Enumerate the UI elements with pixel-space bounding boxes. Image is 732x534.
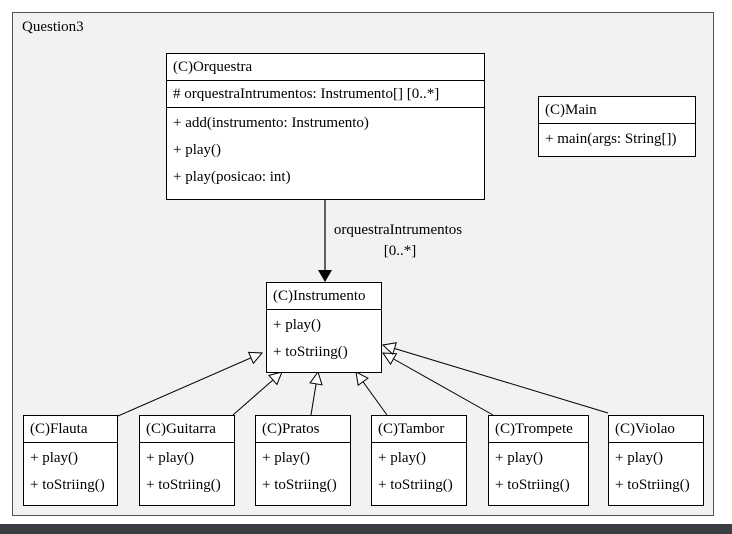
class-title: (C)Orquestra: [167, 54, 484, 81]
generalization-tambor: [356, 372, 388, 416]
operation: + toStriing(): [30, 477, 105, 493]
operation: + toStriing(): [378, 477, 453, 493]
operation: + main(args: String[]): [545, 131, 677, 147]
class-title: (C)Guitarra: [140, 416, 234, 443]
class-trompete[interactable]: (C)Trompete + play() + toStriing(): [488, 415, 589, 506]
class-title: (C)Tambor: [372, 416, 466, 443]
class-instrumento[interactable]: (C)Instrumento + play() + toStriing(): [266, 282, 382, 373]
window-bottom-bar: [0, 524, 732, 534]
generalization-pratos: [311, 372, 318, 416]
class-flauta[interactable]: (C)Flauta + play() + toStriing(): [23, 415, 118, 506]
operation: + play(): [146, 450, 195, 466]
operation: + toStriing(): [495, 477, 570, 493]
operation: + play(): [30, 450, 79, 466]
operation: + toStriing(): [146, 477, 221, 493]
class-attribute: # orquestraIntrumentos: Instrumento[] [0…: [167, 81, 484, 108]
operation: + play(): [378, 450, 427, 466]
operation: + play(): [173, 142, 222, 158]
class-guitarra[interactable]: (C)Guitarra + play() + toStriing(): [139, 415, 235, 506]
operation: + play(): [262, 450, 311, 466]
association-role-label: orquestraIntrumentos: [333, 222, 463, 238]
operation: + toStriing(): [615, 477, 690, 493]
generalization-flauta: [117, 353, 262, 417]
generalization-violao: [383, 345, 609, 414]
class-operations: + add(instrumento: Instrumento) + play()…: [167, 108, 484, 195]
class-operations: + play() + toStriing(): [24, 443, 117, 503]
class-title: (C)Pratos: [256, 416, 350, 443]
operation: + play(): [495, 450, 544, 466]
class-operations: + play() + toStriing(): [489, 443, 588, 503]
class-pratos[interactable]: (C)Pratos + play() + toStriing(): [255, 415, 351, 506]
operation: + add(instrumento: Instrumento): [173, 115, 369, 131]
class-operations: + play() + toStriing(): [140, 443, 234, 503]
operation: + play(posicao: int): [173, 169, 291, 185]
generalization-guitarra: [232, 372, 282, 416]
class-title: (C)Flauta: [24, 416, 117, 443]
class-tambor[interactable]: (C)Tambor + play() + toStriing(): [371, 415, 467, 506]
operation: + toStriing(): [273, 344, 348, 360]
association-multiplicity-label: [0..*]: [383, 243, 417, 259]
class-main[interactable]: (C)Main + main(args: String[]): [538, 96, 696, 157]
class-operations: + play() + toStriing(): [267, 310, 381, 370]
class-title: (C)Violao: [609, 416, 703, 443]
class-title: (C)Instrumento: [267, 283, 381, 310]
class-operations: + main(args: String[]): [539, 124, 695, 157]
class-title: (C)Trompete: [489, 416, 588, 443]
operation: + toStriing(): [262, 477, 337, 493]
class-operations: + play() + toStriing(): [609, 443, 703, 503]
operation: + play(): [273, 317, 322, 333]
operation: + play(): [615, 450, 664, 466]
generalization-trompete: [383, 353, 494, 416]
package-label: Question3: [22, 19, 84, 35]
class-operations: + play() + toStriing(): [256, 443, 350, 503]
class-operations: + play() + toStriing(): [372, 443, 466, 503]
class-violao[interactable]: (C)Violao + play() + toStriing(): [608, 415, 704, 506]
class-title: (C)Main: [539, 97, 695, 124]
class-orquestra[interactable]: (C)Orquestra # orquestraIntrumentos: Ins…: [166, 53, 485, 200]
